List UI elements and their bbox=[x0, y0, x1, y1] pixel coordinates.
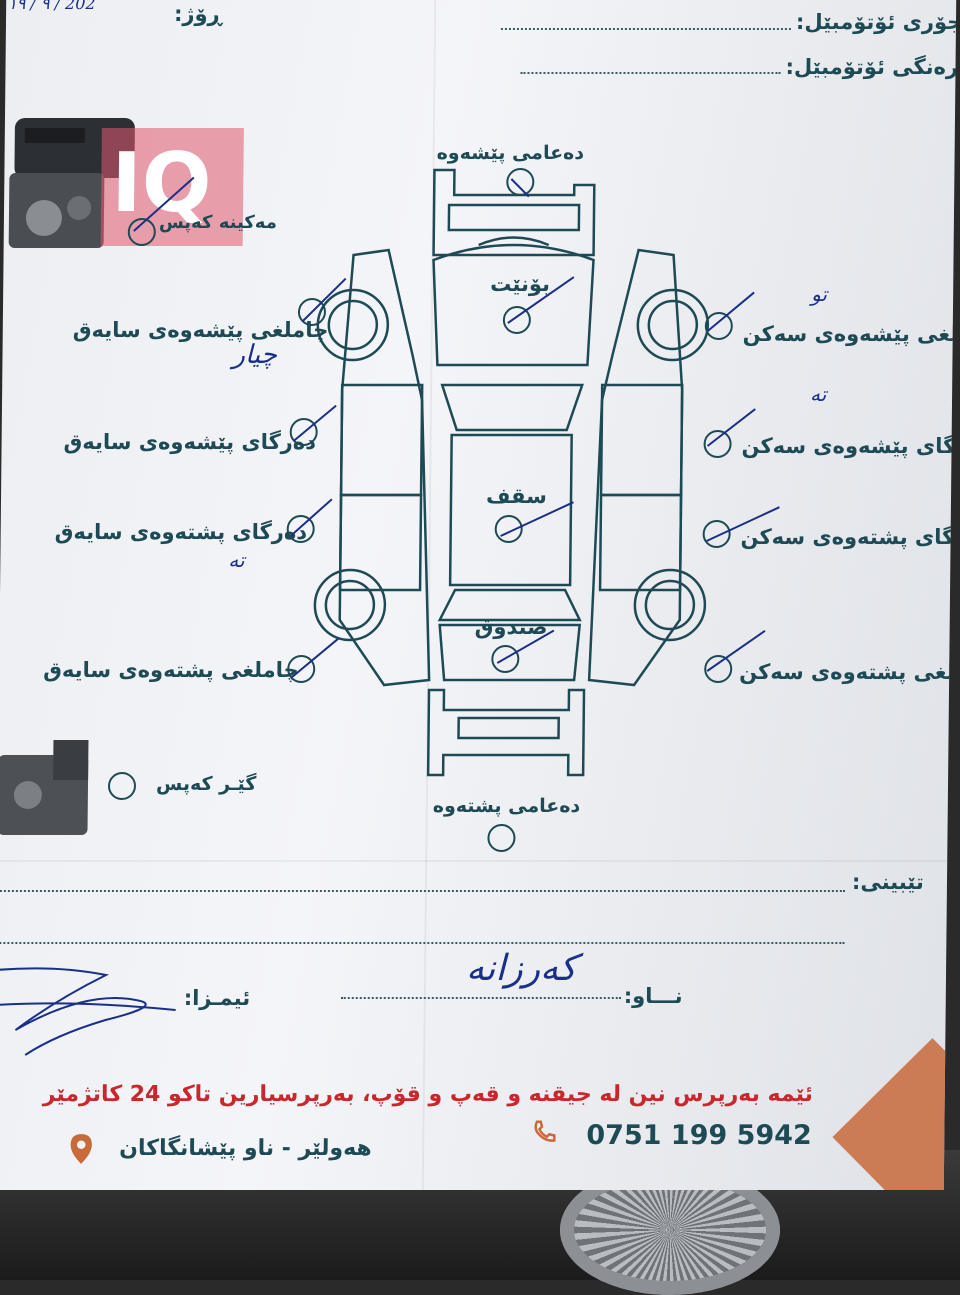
address-text: هەولێر - ناو پێشانگاکان bbox=[119, 1136, 372, 1161]
trunk-label: صندوق bbox=[474, 615, 548, 639]
front-door-passenger-note: تە bbox=[809, 382, 827, 406]
front-bumper-checkbox[interactable] bbox=[506, 168, 535, 196]
fold-line-horizontal bbox=[0, 860, 948, 862]
front-door-driver-label: دەرگای پێشەوەی سایەق bbox=[63, 430, 317, 454]
notes-line-2[interactable] bbox=[0, 942, 845, 944]
front-bumper-label: دەعامی پێشەوە bbox=[436, 142, 585, 164]
engine-label: مەکینە کەپس bbox=[158, 212, 278, 233]
front-fender-passenger-note: تو bbox=[811, 282, 828, 306]
car-diagram bbox=[313, 168, 710, 687]
gearbox-label: گێـر کەپس bbox=[155, 773, 257, 795]
hood-label: بۆنێت bbox=[490, 272, 551, 296]
front-fender-passenger-label: چاملغی پێشەوەی سەکن bbox=[742, 322, 957, 346]
notes-label: تێبینی: bbox=[851, 870, 924, 894]
front-door-passenger-label: دەرگای پێشەوەی سەکن bbox=[741, 434, 957, 458]
rear-fender-driver-label: چاملغی پشتەوەی سایەق bbox=[43, 658, 299, 682]
notes-line-1[interactable] bbox=[0, 890, 845, 892]
car-color-line bbox=[520, 72, 781, 74]
car-color-label: ڕەنگی ئۆتۆمبێل: bbox=[785, 55, 957, 79]
rear-door-driver-label: دەرگای پشتەوەی سایەق bbox=[54, 520, 308, 544]
engine-image bbox=[8, 118, 135, 248]
name-value: کەرزانە bbox=[465, 948, 577, 989]
gearbox-image bbox=[0, 740, 89, 835]
front-fender-driver-note: چیار bbox=[232, 340, 278, 370]
rear-fender-passenger-label: چاملغی پشتەوەی سەکن bbox=[739, 660, 957, 684]
car-type-label: جۆری ئۆتۆمبێل: bbox=[795, 10, 957, 34]
name-label: نـــاو: bbox=[623, 984, 683, 1008]
car-type-line bbox=[500, 28, 791, 30]
location-pin-icon bbox=[70, 1134, 92, 1164]
front-fender-passenger-checkbox[interactable] bbox=[704, 312, 733, 340]
rear-door-driver-note: تە bbox=[228, 548, 245, 572]
front-fender-driver-label: چاملغی پێشەوەی سایەق bbox=[72, 318, 329, 342]
signature-label: ئیمـزا: bbox=[183, 986, 251, 1010]
rear-bumper-checkbox[interactable] bbox=[487, 824, 516, 852]
rear-door-passenger-label: دەرگای پشتەوەی سەکن bbox=[740, 525, 957, 549]
inspection-sheet: 202 / ٩ / ١٩ ڕۆژ: جۆری ئۆتۆمبێل: ڕەنگی ئ… bbox=[0, 0, 957, 1190]
roof-label: سقف bbox=[485, 484, 547, 508]
corner-decoration bbox=[832, 1038, 957, 1190]
phone-icon bbox=[534, 1120, 556, 1142]
roof-checkbox[interactable] bbox=[494, 515, 523, 543]
date-label: ڕۆژ: bbox=[173, 2, 223, 26]
signature-scribble bbox=[0, 967, 176, 1056]
disclaimer-text: ئێمە بەرپرس نین لە جیقنە و قەپ و قۆپ، بە… bbox=[42, 1082, 814, 1107]
name-line[interactable] bbox=[340, 997, 621, 999]
phone-number[interactable]: 0751 199 5942 bbox=[586, 1120, 812, 1151]
rear-bumper-drawing bbox=[426, 688, 586, 777]
rear-bumper-label: دەعامی پشتەوە bbox=[432, 795, 581, 817]
gearbox-checkbox[interactable] bbox=[107, 772, 137, 800]
date-value: 202 / ٩ / ١٩ bbox=[8, 0, 96, 13]
